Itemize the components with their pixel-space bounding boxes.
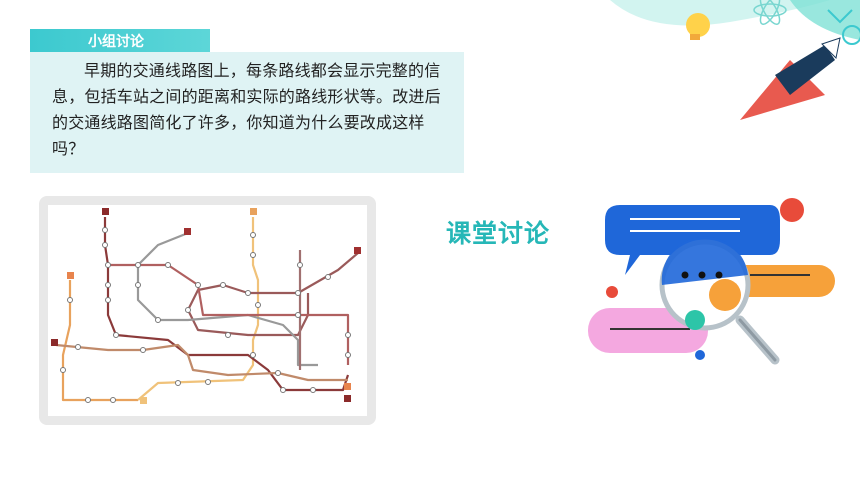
section-label-text: 小组讨论 xyxy=(88,34,144,50)
metro-map-svg xyxy=(51,208,361,404)
lightbulb-icon xyxy=(686,13,710,37)
decorative-corner xyxy=(610,0,860,120)
discussion-title: 课堂讨论 xyxy=(446,219,551,248)
atom-icon xyxy=(753,0,787,25)
discussion-prompt-box: 早期的交通线路图上，每条路线都会显示完整的信息，包括车站之间的距离和实际的路线形… xyxy=(30,52,464,173)
metro-map-canvas xyxy=(48,205,367,416)
discussion-illustration xyxy=(588,198,835,365)
metro-map-image xyxy=(39,196,376,425)
pencil-icon xyxy=(740,37,841,120)
section-label-tab: 小组讨论 xyxy=(30,29,210,52)
discussion-prompt-text: 早期的交通线路图上，每条路线都会显示完整的信息，包括车站之间的距离和实际的路线形… xyxy=(52,61,441,158)
magnifier-icon xyxy=(659,236,780,365)
